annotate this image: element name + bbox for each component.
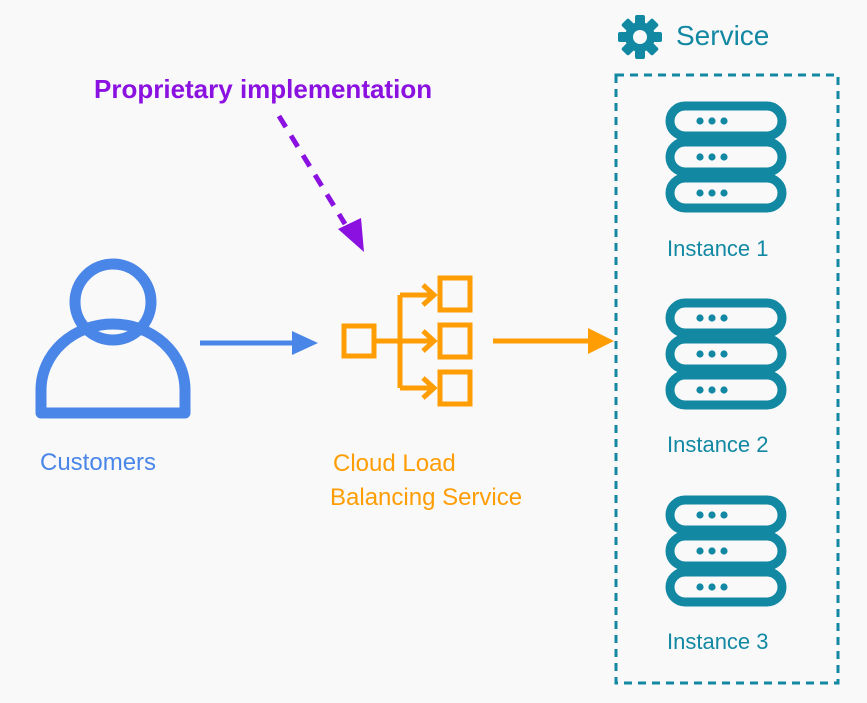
instance-1-label: Instance 1	[667, 236, 769, 261]
server-icon	[670, 500, 782, 602]
load-balancer-icon	[341, 275, 473, 407]
load-balancer-label-line-1: Cloud Load	[333, 450, 456, 477]
service-boundary	[614, 73, 840, 685]
customers-label: Customers	[40, 449, 157, 476]
server-icon	[670, 303, 782, 405]
server-icon	[670, 106, 782, 208]
gear-icon	[618, 15, 662, 59]
service-title: Service	[676, 20, 770, 51]
load-balancer-label: Cloud Load Balancing Service	[330, 447, 530, 515]
instance-3-label: Instance 3	[667, 629, 769, 654]
lb-to-service-arrow	[493, 328, 614, 354]
annotation-label: Proprietary implementation	[94, 74, 433, 104]
instance-2-label: Instance 2	[667, 432, 769, 457]
customers-to-lb-arrow	[200, 331, 318, 355]
annotation-arrow	[276, 114, 364, 252]
user-icon	[35, 258, 191, 419]
load-balancer-label-line-2: Balancing Service	[330, 484, 523, 511]
